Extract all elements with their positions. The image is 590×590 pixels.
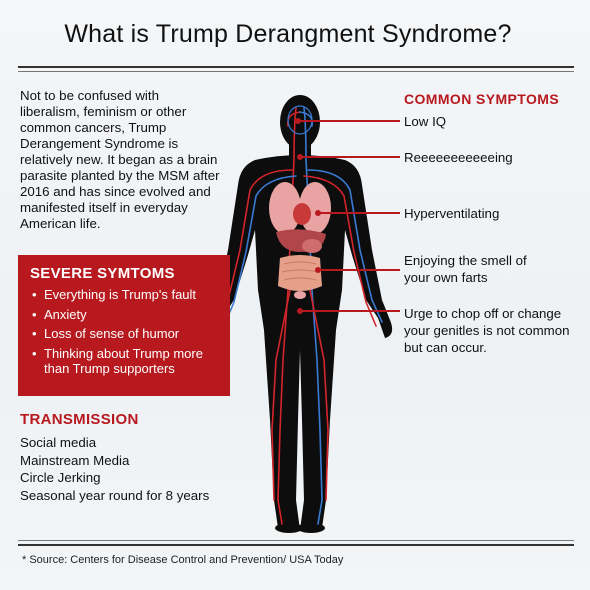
bottom-divider bbox=[18, 544, 574, 546]
transmission-item: Mainstream Media bbox=[20, 452, 130, 468]
stomach bbox=[302, 239, 322, 253]
common-symptom-hyperventilating: Hyperventilating bbox=[404, 206, 500, 221]
common-symptom-reeeing: Reeeeeeeeeeeing bbox=[404, 150, 513, 165]
top-divider-thin bbox=[18, 71, 574, 72]
heart bbox=[293, 203, 311, 225]
severe-symptoms-heading: SEVERE SYMTOMS bbox=[30, 265, 175, 282]
leader-lines bbox=[298, 120, 400, 312]
transmission-heading: TRANSMISSION bbox=[20, 411, 139, 428]
severe-symptoms-list: Everything is Trump's fault Anxiety Loss… bbox=[30, 287, 230, 381]
severe-symptom-item: Everything is Trump's fault bbox=[30, 287, 230, 303]
common-symptom-low-iq: Low IQ bbox=[404, 114, 447, 129]
left-foot bbox=[275, 523, 303, 533]
common-symptom-genitles: Urge to chop off or change your genitles… bbox=[404, 306, 570, 355]
common-symptoms-heading: COMMON SYMPTOMS bbox=[404, 91, 560, 107]
top-divider bbox=[18, 66, 574, 68]
intestines bbox=[278, 255, 322, 291]
blood-vessels bbox=[217, 107, 383, 525]
organs bbox=[269, 105, 331, 299]
bottom-divider-thin bbox=[18, 540, 574, 541]
severe-symptom-item: Thinking about Trump more than Trump sup… bbox=[30, 346, 230, 377]
transmission-item: Seasonal year round for 8 years bbox=[20, 487, 210, 503]
intro-paragraph: Not to be confused with liberalism, femi… bbox=[20, 88, 220, 231]
right-foot bbox=[297, 523, 325, 533]
page-title: What is Trump Derangment Syndrome? bbox=[64, 20, 512, 48]
severe-symptom-item: Loss of sense of humor bbox=[30, 326, 230, 342]
leader-dots bbox=[295, 118, 321, 314]
transmission-item: Social media bbox=[20, 435, 97, 450]
left-lung bbox=[269, 182, 301, 234]
bladder bbox=[294, 291, 306, 299]
severe-symptom-item: Anxiety bbox=[30, 307, 230, 323]
source-footnote: * Source: Centers for Disease Control an… bbox=[22, 554, 344, 566]
transmission-list: Social media Mainstream Media Circle Jer… bbox=[20, 434, 209, 504]
intestine-coils bbox=[281, 261, 319, 281]
transmission-item: Circle Jerking bbox=[20, 470, 101, 485]
common-symptom-farts: Enjoying the smell of your own farts bbox=[404, 253, 527, 285]
severe-symptoms-box: SEVERE SYMTOMS Everything is Trump's fau… bbox=[18, 255, 230, 396]
